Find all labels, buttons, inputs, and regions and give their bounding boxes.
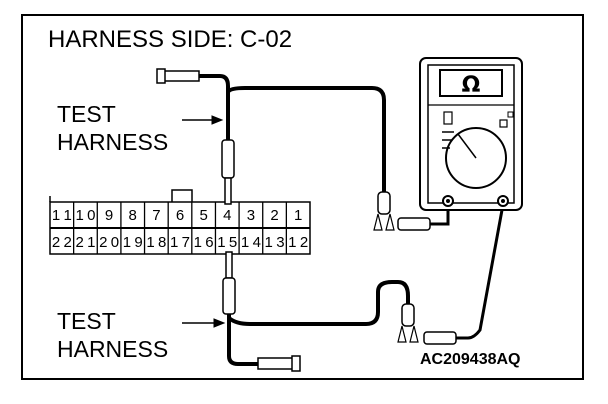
figure-code: AC209438AQ — [420, 351, 521, 368]
pin-5: 5 — [199, 207, 207, 224]
connector-c02 — [49, 189, 311, 255]
upper-harness-plug — [162, 70, 200, 82]
test-harness-label-lower: TEST HARNESS — [57, 307, 168, 363]
diagram-title: HARNESS SIDE: C-02 — [48, 26, 293, 53]
lower-harness-plug — [257, 357, 295, 370]
test-harness-lower-line2: HARNESS — [57, 336, 169, 362]
ohm-symbol: Ω — [462, 73, 481, 98]
connector-latch — [171, 189, 193, 204]
test-harness-upper-line2: HARNESS — [57, 129, 169, 155]
pin-2: 2 — [270, 207, 278, 224]
pin-8: 8 — [129, 207, 137, 224]
lower-test-harness — [222, 209, 504, 372]
lower-harness-clip — [401, 303, 415, 327]
upper-harness-probe — [221, 139, 235, 179]
pin-7: 7 — [152, 207, 160, 224]
meter-lead-negative-plug — [397, 217, 431, 231]
test-harness-upper-line1: TEST — [57, 101, 116, 127]
diagram-frame — [21, 14, 584, 380]
pin-9: 9 — [105, 207, 113, 224]
pin-4: 4 — [223, 207, 231, 224]
label-arrows — [182, 115, 226, 328]
meter-lead-positive-plug — [423, 331, 457, 345]
ohmmeter — [419, 57, 523, 211]
upper-test-harness — [156, 68, 450, 231]
upper-harness-clip — [377, 191, 391, 215]
pin-6: 6 — [176, 207, 184, 224]
pin-1: 1 — [294, 207, 302, 224]
ohmmeter-display — [439, 69, 503, 97]
test-harness-label-upper: TEST HARNESS — [57, 100, 168, 156]
pin-3: 3 — [247, 207, 255, 224]
lower-harness-probe — [222, 277, 236, 315]
test-harness-lower-line1: TEST — [57, 308, 116, 334]
